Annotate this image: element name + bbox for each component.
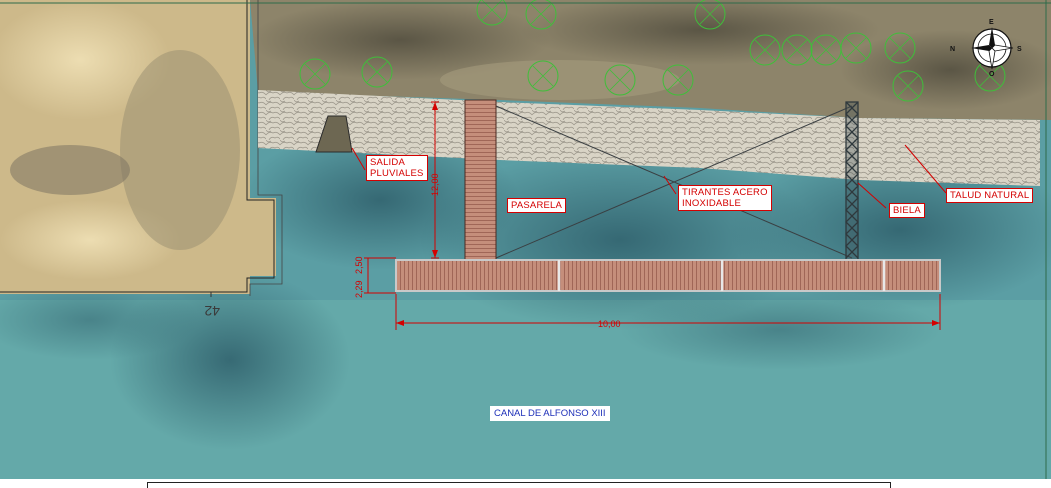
parcel-number: 42 <box>204 303 220 319</box>
label-biela: BIELA <box>889 203 925 218</box>
bottom-margin <box>0 479 1051 488</box>
compass-west-label: O <box>989 71 995 78</box>
walkway-pasarela <box>464 99 497 261</box>
compass-north-label: N <box>950 46 955 53</box>
compass-east-label: E <box>989 19 994 26</box>
compass-south-label: S <box>1017 46 1022 53</box>
label-talud-natural: TALUD NATURAL <box>946 188 1034 203</box>
steel-stays <box>495 105 853 259</box>
pontoon-module-joints <box>557 260 886 291</box>
dimension-lines <box>364 101 941 330</box>
riprap-slope <box>258 90 1040 186</box>
floating-pontoon <box>395 259 941 292</box>
north-arrow-compass: N E S O <box>950 19 1022 78</box>
label-canal: CANAL DE ALFONSO XIII <box>490 406 610 421</box>
parcel-boundary <box>0 0 275 293</box>
pontoon-width-dim-b: 2,29 <box>354 280 364 298</box>
pasarela-length-dim: 12,00 <box>430 173 440 196</box>
pontoon-width-dim-a: 2,50 <box>354 256 364 274</box>
trees <box>299 0 1006 102</box>
leader-lines <box>351 144 947 209</box>
label-salida-pluviales: SALIDA PLUVIALES <box>366 155 428 181</box>
pontoon-length-dim: 10,00 <box>598 319 621 329</box>
biela-truss <box>845 101 859 261</box>
storm-drain-outlet <box>315 115 353 153</box>
label-tirantes: TIRANTES ACERO INOXIDABLE <box>678 185 772 211</box>
title-block-frame <box>147 482 891 488</box>
label-pasarela: PASARELA <box>507 198 567 213</box>
